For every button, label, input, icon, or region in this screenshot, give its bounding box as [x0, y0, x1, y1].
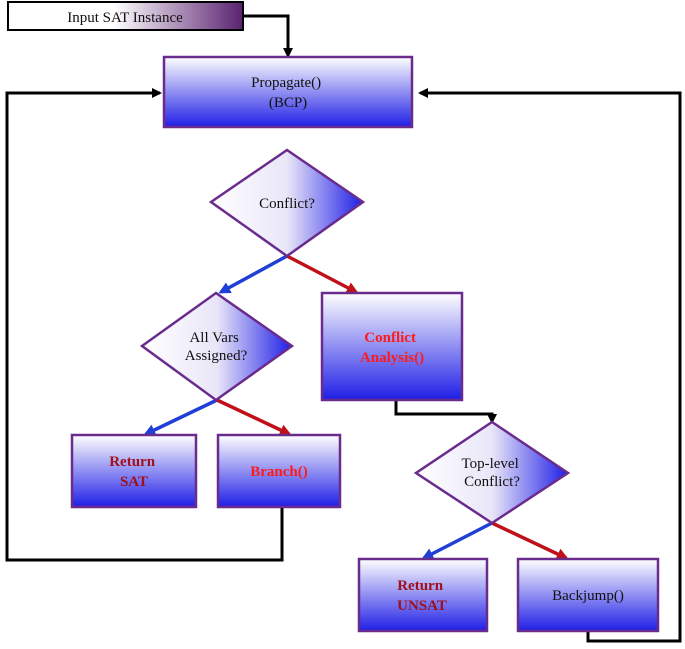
edge-branch-to-propagate — [5, 88, 284, 562]
return-unsat-label: Return UNSAT — [397, 578, 447, 614]
branch-label-line: Branch() — [250, 464, 308, 480]
branch-box — [216, 433, 342, 509]
return-unsat-label-line1: Return — [397, 578, 443, 594]
arrow-conflict-no — [218, 254, 288, 294]
backjump-box — [516, 557, 660, 633]
return-sat-label: Return SAT — [109, 454, 159, 490]
input-label: Input SAT Instance — [67, 10, 183, 26]
propagate-label: Propagate() (BCP) — [251, 75, 325, 111]
propagate-label-line1: Propagate() — [251, 75, 321, 91]
arrow-allvars-no — [216, 398, 292, 436]
edge-backjump-to-propagate — [418, 88, 682, 643]
toplevel-diamond — [413, 420, 571, 525]
arrow-toplevel-no — [491, 521, 569, 560]
propagate-label-line2: (BCP) — [269, 95, 307, 111]
return-sat-box — [70, 433, 198, 509]
input-node: Input SAT Instance — [7, 1, 244, 31]
edge-input-to-propagate — [243, 14, 293, 58]
return-sat-node: Return SAT — [70, 433, 198, 509]
propagate-box — [162, 55, 414, 129]
propagate-node: Propagate() (BCP) — [162, 55, 414, 129]
flow-connectors — [5, 14, 682, 643]
conflict-analysis-label-line1: Conflict — [364, 330, 416, 346]
conflict-analysis-label: Conflict Analysis() — [360, 330, 424, 366]
return-unsat-box — [357, 557, 489, 633]
branch-label: Branch() — [250, 464, 308, 480]
input-box — [7, 1, 244, 31]
allvars-label-line2: Assigned? — [185, 348, 248, 364]
return-sat-label-line2: SAT — [120, 474, 148, 490]
return-unsat-label-line2: UNSAT — [397, 598, 447, 614]
conflict-diamond — [208, 148, 366, 258]
conflict-analysis-node: Conflict Analysis() — [320, 291, 464, 402]
conflict-label-line: Conflict? — [259, 196, 315, 212]
edge-analysis-to-toplevel — [394, 400, 497, 424]
arrow-conflict-yes — [286, 254, 359, 294]
backjump-label: Backjump() — [552, 588, 624, 604]
conflict-analysis-label-line2: Analysis() — [360, 350, 424, 366]
toplevel-label-line1: Top-level — [461, 456, 518, 472]
allvars-label-line1: All Vars — [189, 330, 238, 346]
branch-node: Branch() — [216, 433, 342, 509]
backjump-node: Backjump() — [516, 557, 660, 633]
toplevel-label: Top-level Conflict? — [461, 456, 522, 490]
allvars-diamond — [139, 291, 295, 402]
input-label-line: Input SAT Instance — [67, 10, 183, 26]
toplevel-label-line2: Conflict? — [464, 474, 520, 490]
return-unsat-node: Return UNSAT — [357, 557, 489, 633]
allvars-decision: All Vars Assigned? — [139, 291, 295, 402]
conflict-analysis-box — [320, 291, 464, 402]
toplevel-decision: Top-level Conflict? — [413, 420, 571, 525]
return-sat-label-line1: Return — [109, 454, 155, 470]
allvars-label: All Vars Assigned? — [185, 330, 248, 364]
conflict-decision: Conflict? — [208, 148, 366, 258]
conflict-label: Conflict? — [259, 196, 315, 212]
arrow-toplevel-yes — [421, 521, 493, 560]
arrow-allvars-yes — [143, 398, 218, 436]
decision-arrows — [143, 254, 569, 560]
backjump-label-line: Backjump() — [552, 588, 624, 604]
